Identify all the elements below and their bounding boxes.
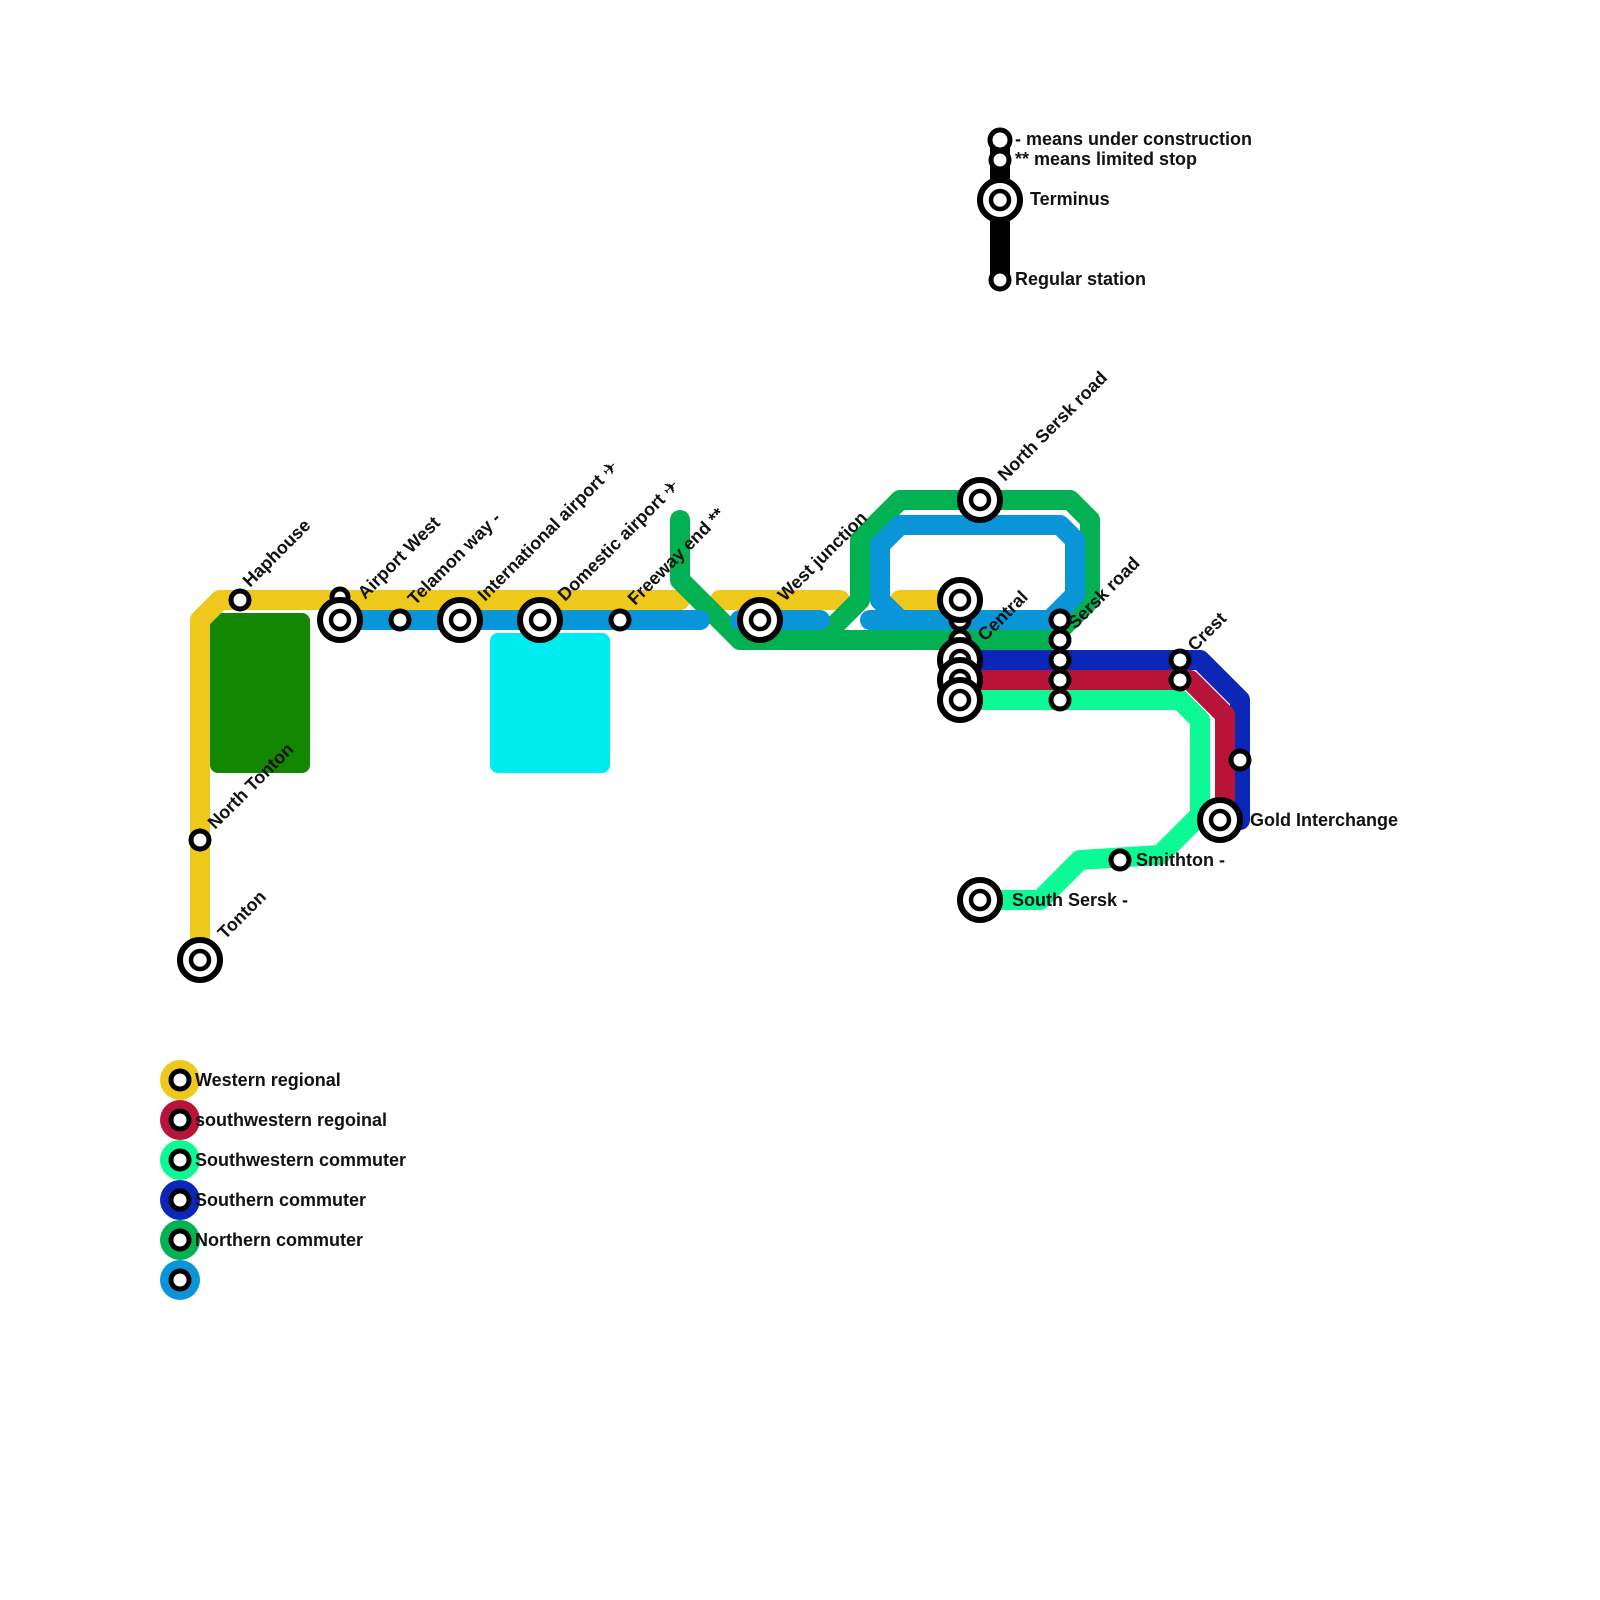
station-telamon-way[interactable]: [388, 608, 412, 632]
station-crest-2[interactable]: [1168, 668, 1192, 692]
station-north-sersk-road[interactable]: [957, 477, 1003, 523]
station-north-tonton[interactable]: [188, 828, 212, 852]
legend-item-southwestern-regional: southwestern regoinal: [160, 1100, 387, 1140]
station-airport-west[interactable]: [317, 597, 363, 643]
station-sersk-road-2[interactable]: [1048, 628, 1072, 652]
station-gold-interchange[interactable]: [1197, 797, 1243, 843]
station-central-f[interactable]: [937, 677, 983, 723]
label-gold-interchange: Gold Interchange: [1250, 810, 1398, 830]
station-haphouse[interactable]: [228, 588, 252, 612]
key-construction-station: [987, 127, 1013, 153]
legend-item-western-regional: Western regional: [160, 1060, 341, 1100]
legend-item-northern-commuter: Northern commuter: [160, 1220, 363, 1260]
legend-label-western-regional: Western regional: [195, 1070, 341, 1090]
label-smithton: Smithton -: [1136, 850, 1225, 870]
station-international-airport[interactable]: [437, 597, 483, 643]
legend-item-southwestern-commuter: Southwestern commuter: [160, 1140, 406, 1180]
key-construction-label: - means under construction: [1015, 129, 1252, 149]
station-crest-1[interactable]: [1168, 648, 1192, 672]
label-north-sersk-road: North Sersk road: [994, 367, 1111, 484]
legend-item-blue-line: [160, 1260, 200, 1300]
legend-item-southern-commuter: Southern commuter: [160, 1180, 366, 1220]
label-crest: Crest: [1184, 608, 1231, 655]
station-unnamed-east[interactable]: [1228, 748, 1252, 772]
station-south-sersk[interactable]: [957, 877, 1003, 923]
station-tonton[interactable]: [177, 937, 223, 983]
label-haphouse: Haphouse: [239, 515, 315, 591]
legend-label-southwestern-commuter: Southwestern commuter: [195, 1150, 406, 1170]
legend-label-southern-commuter: Southern commuter: [195, 1190, 366, 1210]
legend-label-southwestern-regional: southwestern regoinal: [195, 1110, 387, 1130]
line-northern-commuter: [670, 490, 1100, 650]
legend-label-northern-commuter: Northern commuter: [195, 1230, 363, 1250]
water-area: [490, 633, 610, 773]
station-sersk-road-4[interactable]: [1048, 668, 1072, 692]
station-freeway-end[interactable]: [608, 608, 632, 632]
key-terminus-label: Terminus: [1030, 189, 1110, 209]
key-terminus-station: [977, 177, 1023, 223]
key-regular-station: [988, 268, 1012, 292]
label-tonton: Tonton: [214, 887, 270, 943]
label-south-sersk: South Sersk -: [1012, 890, 1128, 910]
key-limited-label: ** means limited stop: [1015, 149, 1197, 169]
key-regular-label: Regular station: [1015, 269, 1146, 289]
line-southwestern-regional: [950, 670, 1235, 830]
station-west-junction[interactable]: [737, 597, 783, 643]
legend: Western regional southwestern regoinal S…: [160, 1060, 406, 1300]
key-limited-station: [988, 148, 1012, 172]
station-central-a[interactable]: [937, 577, 983, 623]
station-sersk-road-3[interactable]: [1048, 648, 1072, 672]
station-smithton[interactable]: [1108, 848, 1132, 872]
park-area: [210, 613, 310, 773]
line-southwestern-commuter: [950, 690, 1210, 910]
station-domestic-airport[interactable]: [517, 597, 563, 643]
station-sersk-road-5[interactable]: [1048, 688, 1072, 712]
